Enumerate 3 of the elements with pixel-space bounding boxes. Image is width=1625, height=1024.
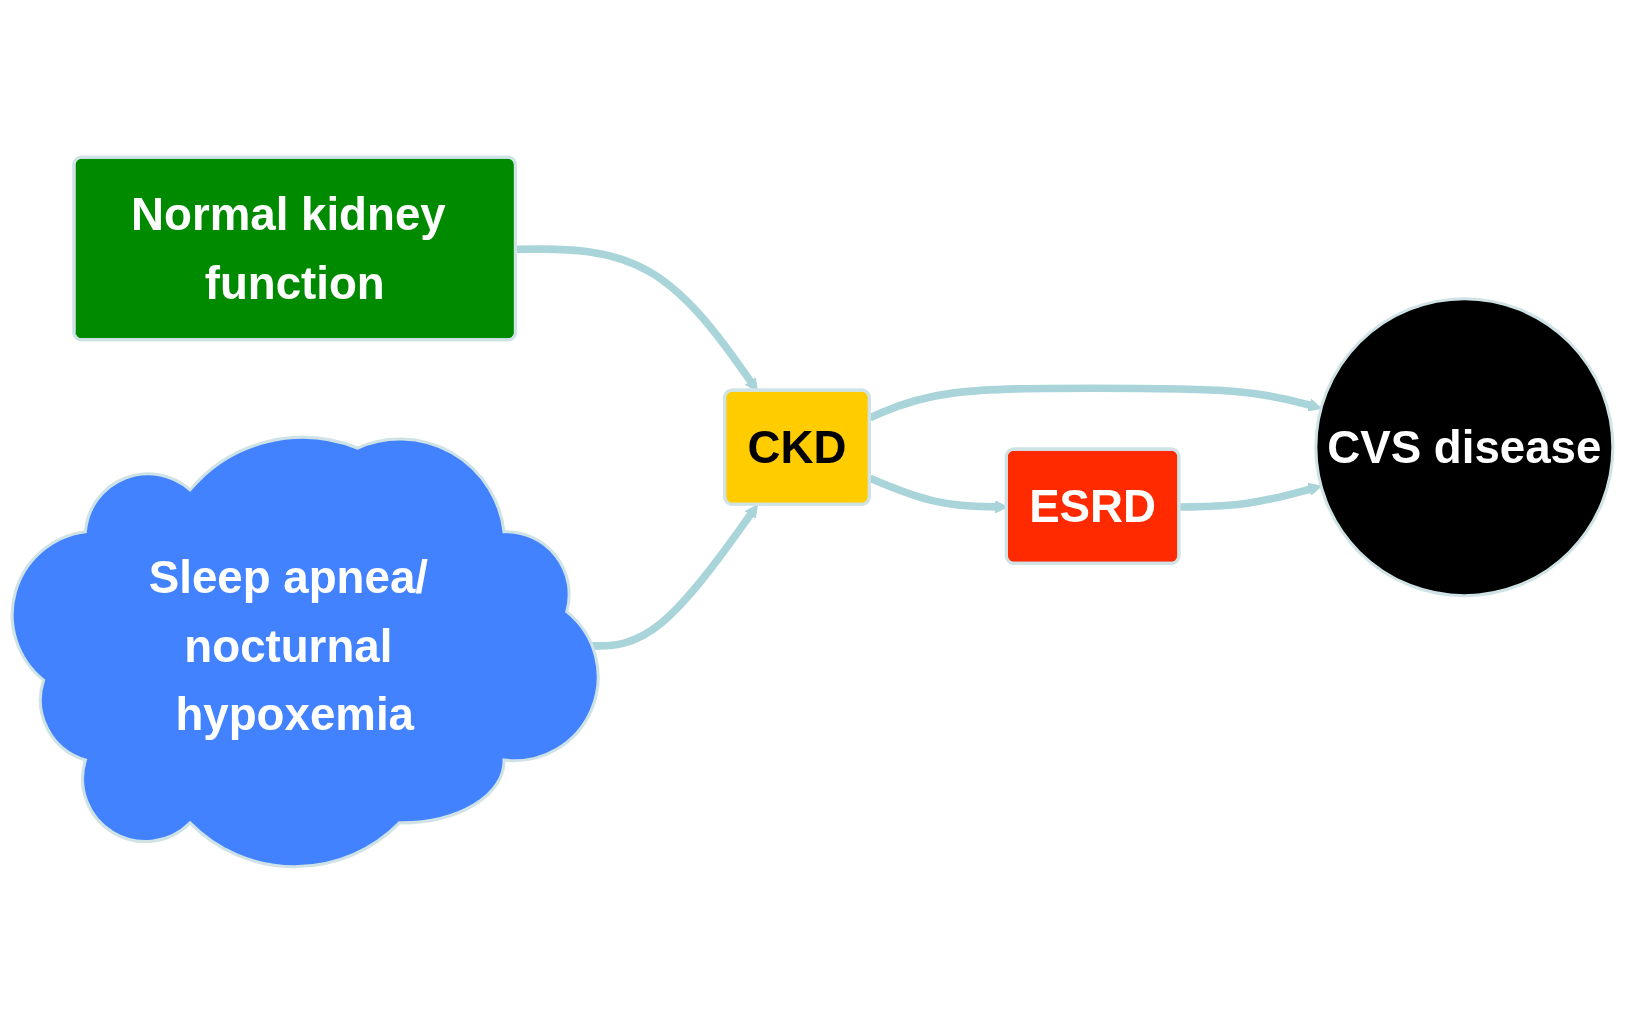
arrow bbox=[1179, 482, 1322, 511]
arrow bbox=[868, 474, 1008, 514]
node-circle: CVS disease bbox=[1314, 297, 1615, 598]
